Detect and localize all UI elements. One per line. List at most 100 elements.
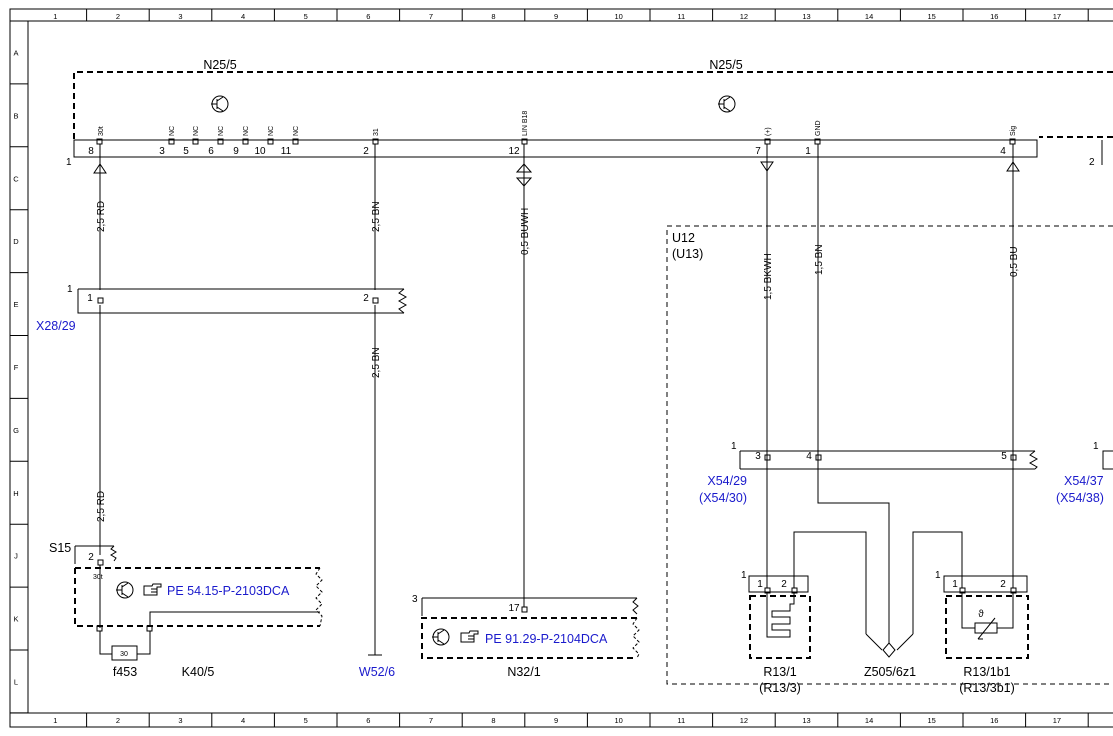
grid-row-label: G (13, 426, 19, 435)
x54r-connector (1102, 450, 1113, 470)
grid-column-label: 6 (366, 716, 370, 725)
u12-module-outline (666, 225, 1113, 685)
s15-pin-name: 30t (93, 574, 103, 581)
n25-pin: 5 NC (183, 126, 200, 157)
heater-element-icon (766, 593, 795, 638)
grid-row-label: A (13, 48, 18, 57)
k40-reference-link[interactable]: PE 54.15-P-2103DCA (167, 584, 290, 598)
grid-column-label: 14 (865, 12, 873, 21)
wire-direction-arrow (760, 161, 774, 172)
grid-column-label: 2 (116, 12, 120, 21)
x54-pin: 3 (755, 451, 761, 462)
n25-pin: 2 31 (363, 128, 380, 157)
u12-sub-label: (U13) (672, 247, 703, 261)
n25-marker-right: 2 (1089, 157, 1095, 168)
n25-pin: 6 NC (208, 126, 225, 157)
r13-1b1-label: R13/1b1 (963, 665, 1010, 679)
grid-column-label: 4 (241, 716, 245, 725)
x28-pin: 2 (363, 293, 369, 304)
svg-text:7: 7 (755, 146, 761, 157)
svg-text:9: 9 (233, 146, 239, 157)
grid-column-label: 11 (677, 716, 685, 725)
z505-label: Z505/6z1 (864, 665, 916, 679)
n25-pin: 9 NC (233, 126, 250, 157)
svg-text:NC: NC (243, 126, 250, 136)
r13-1-pin: 1 (757, 579, 763, 590)
svg-text:3: 3 (159, 146, 165, 157)
svg-text:6: 6 (208, 146, 214, 157)
svg-text:GND: GND (815, 120, 822, 136)
grid-scale: 1122334455667788991010111112121313141415… (10, 9, 1089, 727)
n32-connector (421, 597, 637, 616)
n25-pin: 1 GND (805, 120, 822, 157)
grid-column-label: 7 (429, 716, 433, 725)
grid-column-label: 15 (928, 12, 936, 21)
grid-column-label: 1 (53, 716, 57, 725)
x54-link[interactable]: X54/29 (707, 474, 747, 488)
thermistor-symbol: ϑ (978, 609, 984, 620)
grid-column-label: 8 (491, 12, 495, 21)
r13-1b1-pin: 2 (1000, 579, 1006, 590)
grid-column-label: 1 (53, 12, 57, 21)
splice-point (865, 633, 914, 658)
n32-reference-link[interactable]: PE 91.29-P-2104DCA (485, 632, 608, 646)
s15-connector (74, 545, 114, 564)
svg-text:8: 8 (88, 146, 94, 157)
x54-sub-link[interactable]: (X54/30) (699, 491, 747, 505)
grid-column-label: 17 (1053, 12, 1061, 21)
grid-column-label: 8 (491, 716, 495, 725)
transistor-icon (211, 95, 229, 113)
grid-column-label: 16 (990, 12, 998, 21)
svg-text:NC: NC (169, 126, 176, 136)
grid-column-label: 10 (615, 12, 623, 21)
svg-text:30t: 30t (98, 126, 105, 136)
transistor-icon (718, 95, 736, 113)
svg-text:LIN B18: LIN B18 (522, 111, 529, 136)
grid-column-label: 12 (740, 716, 748, 725)
grid-column-label: 5 (304, 12, 308, 21)
grid-row-label: H (13, 489, 18, 498)
x54r-sub-link[interactable]: (X54/38) (1056, 491, 1104, 505)
svg-text:NC: NC (193, 126, 200, 136)
grid-column-label: 6 (366, 12, 370, 21)
wire-label: 0,5 BUWH (520, 208, 531, 255)
svg-text:(+): (+) (765, 127, 772, 136)
x28-link[interactable]: X28/29 (36, 319, 76, 333)
n25-pin: 12 LIN B18 (508, 111, 529, 157)
n25-marker-left: 1 (66, 157, 72, 168)
n32-pin: 17 (508, 603, 520, 614)
n25-pin: 10 NC (254, 126, 275, 157)
svg-text:Sig: Sig (1010, 126, 1017, 136)
wire-label: 2,5 BN (371, 201, 382, 232)
grid-column-label: 16 (990, 716, 998, 725)
r13-1b1-pin: 1 (952, 579, 958, 590)
grid-row-label: K (13, 615, 18, 624)
temperature-sensor-icon (961, 593, 1014, 640)
grid-row-label: D (13, 237, 19, 246)
x54-pin: 4 (806, 451, 812, 462)
svg-text:NC: NC (293, 126, 300, 136)
grid-column-label: 9 (554, 716, 558, 725)
fuse-rating: 30 (120, 651, 128, 658)
grid-column-label: 14 (865, 716, 873, 725)
grid-row-label: E (13, 300, 18, 309)
grid-column-label: 3 (178, 716, 182, 725)
svg-text:4: 4 (1000, 146, 1006, 157)
r13-1-label: R13/1 (763, 665, 796, 679)
grid-column-label: 4 (241, 12, 245, 21)
s15-pin: 2 (88, 552, 94, 563)
w52-link[interactable]: W52/6 (359, 665, 395, 679)
s15-label: S15 (49, 541, 71, 555)
grid-column-label: 15 (928, 716, 936, 725)
x54r-link[interactable]: X54/37 (1064, 474, 1104, 488)
grid-row-label: F (14, 363, 19, 372)
wire-label: 2,5 RD (96, 491, 107, 522)
wire-direction-arrow (1006, 161, 1020, 172)
pointing-hand-icon (460, 630, 479, 643)
r13-1b1-sub-label: (R13/3b1) (959, 681, 1015, 695)
f453-label: f453 (113, 665, 137, 679)
x54-marker: 1 (731, 441, 737, 452)
drawing-frame (9, 8, 1113, 728)
grid-column-label: 5 (304, 716, 308, 725)
